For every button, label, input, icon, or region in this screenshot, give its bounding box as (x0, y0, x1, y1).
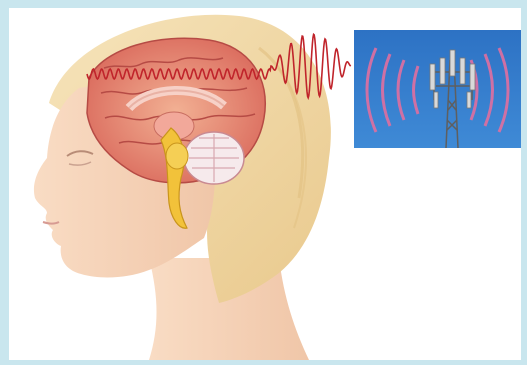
cerebellum (184, 132, 244, 184)
image-canvas (9, 8, 521, 360)
cell-tower-photo (354, 30, 521, 148)
illustration (9, 8, 521, 360)
